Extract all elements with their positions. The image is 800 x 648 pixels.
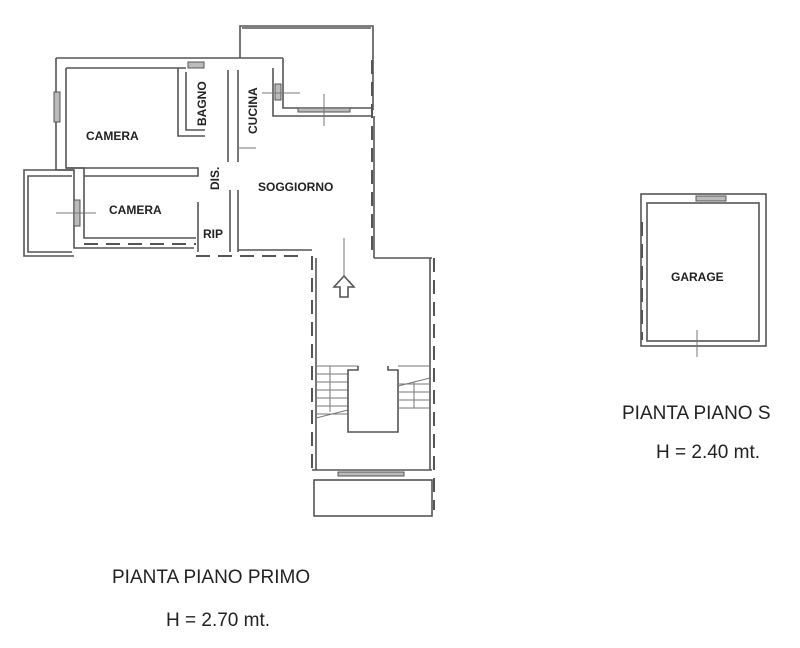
room-label-soggiorno: SOGGIORNO <box>258 180 333 194</box>
room-label-camera-1: CAMERA <box>86 129 139 143</box>
room-label-bagno: BAGNO <box>195 81 209 126</box>
first-floor-plan <box>23 25 375 258</box>
garage-floor-title: PIANTA PIANO S <box>622 403 771 424</box>
room-label-rip: RIP <box>203 227 223 241</box>
room-label-cucina: CUCINA <box>246 87 260 134</box>
garage-plan <box>640 193 767 357</box>
room-label-dis: DIS. <box>208 167 222 190</box>
first-floor-height: H = 2.70 mt. <box>166 610 271 631</box>
entrance-arrow-icon <box>332 274 356 298</box>
room-label-camera-2: CAMERA <box>109 203 162 217</box>
room-label-garage: GARAGE <box>671 270 724 284</box>
stairwell-plan <box>311 238 435 517</box>
garage-floor-height: H = 2.40 mt. <box>656 442 761 463</box>
first-floor-title: PIANTA PIANO PRIMO <box>112 567 311 588</box>
